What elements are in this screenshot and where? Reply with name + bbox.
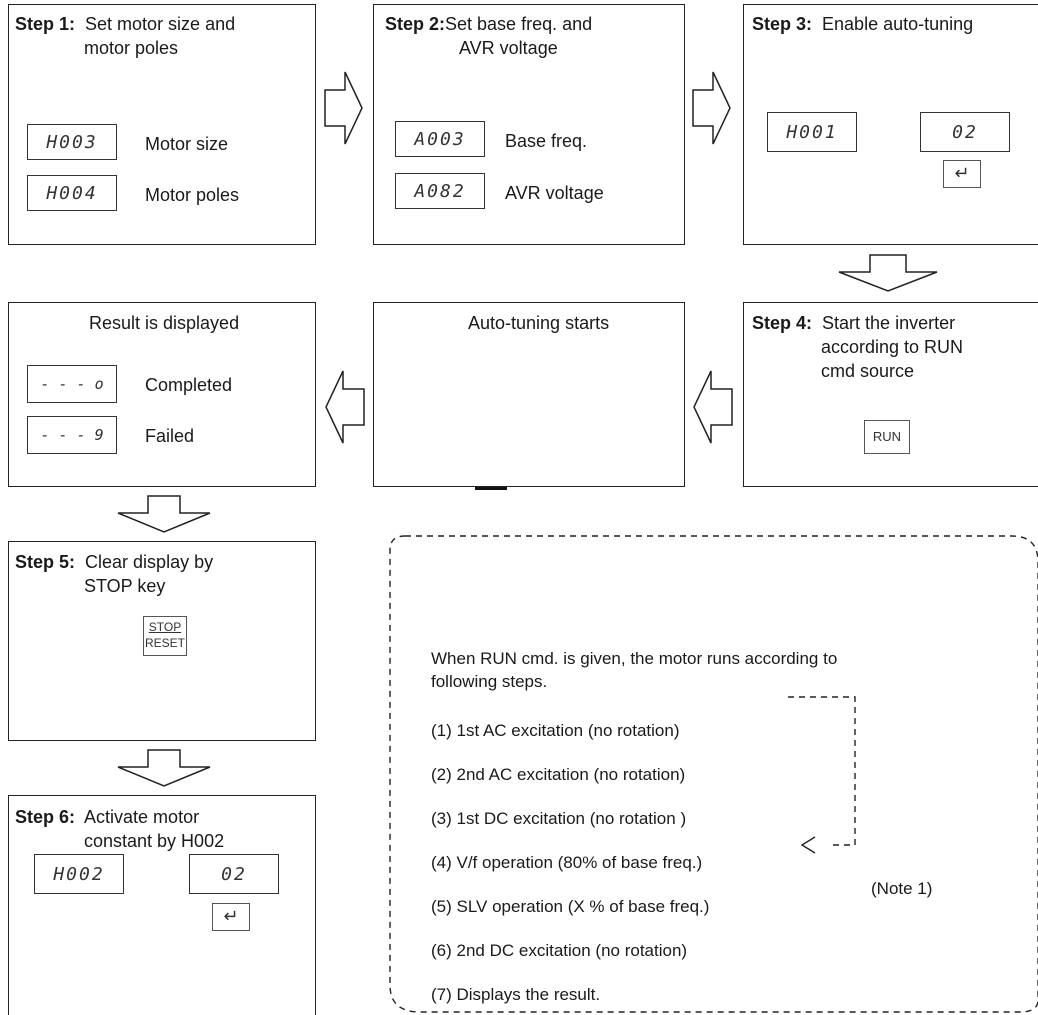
step1-label-2: Motor poles — [145, 185, 240, 205]
arrow-right-2 — [692, 71, 731, 145]
note-item-6: (6) 2nd DC excitation (no rotation) — [431, 941, 688, 960]
note-ref: (Note 1) — [871, 879, 933, 898]
step6-enter-key[interactable]: ↵ — [212, 903, 250, 931]
note-item-7: (7) Displays the result. — [431, 985, 601, 1004]
note-item-1: (1) 1st AC excitation (no rotation) — [431, 721, 680, 740]
step6-line2: constant by H002 — [84, 831, 225, 851]
step4-line2: according to RUN — [821, 337, 964, 357]
note-item-5: (5) SLV operation (X % of base freq.) — [431, 897, 710, 916]
result-title: Result is displayed — [89, 313, 240, 333]
step3-enter-key[interactable]: ↵ — [943, 160, 981, 188]
note-box-border — [389, 535, 1038, 1013]
step2-title: Step 2:Set base freq. and — [385, 14, 593, 34]
stop-reset-key[interactable]: STOP RESET — [143, 616, 187, 656]
note-bracket-arrowhead — [800, 836, 816, 854]
arrow-down-2 — [117, 495, 211, 533]
note-bracket — [788, 696, 856, 846]
step3-title: Step 3: Enable auto-tuning — [752, 14, 974, 34]
step1-subtitle: motor poles — [84, 38, 179, 58]
step1-label-1: Motor size — [145, 134, 229, 154]
step2-lcd-2: A082 — [395, 173, 485, 209]
note-item-4: (4) V/f operation (80% of base freq.) — [431, 853, 703, 872]
step1-title: Step 1: Set motor size and — [15, 14, 236, 34]
arrow-down-1 — [838, 254, 938, 292]
arrow-down-3 — [117, 749, 211, 787]
step6-lcd-from: H002 — [34, 854, 124, 894]
step6-lcd-to: 02 — [189, 854, 279, 894]
step1-lcd-2: H004 — [27, 175, 117, 211]
step4-title: Step 4: Start the inverter — [752, 313, 956, 333]
arrow-left-1 — [693, 370, 733, 444]
step2-subtitle: AVR voltage — [459, 38, 558, 58]
note-item-2: (2) 2nd AC excitation (no rotation) — [431, 765, 686, 784]
result-label-1: Completed — [145, 375, 233, 395]
step2-label-2: AVR voltage — [505, 183, 604, 203]
arrow-left-2 — [325, 370, 365, 444]
step3-lcd-to: 02 — [920, 112, 1010, 152]
note-item-3: (3) 1st DC excitation (no rotation ) — [431, 809, 687, 828]
stop-label: STOP — [148, 620, 182, 634]
arrow-right-1 — [324, 71, 363, 145]
step4-line3: cmd source — [821, 361, 915, 381]
step1-lcd-1: H003 — [27, 124, 117, 160]
step5-line2: STOP key — [84, 576, 166, 596]
reset-label: RESET — [144, 636, 185, 650]
step3-lcd-from: H001 — [767, 112, 857, 152]
step6-box — [8, 795, 316, 1015]
result-label-2: Failed — [145, 426, 195, 446]
run-key[interactable]: RUN — [864, 420, 910, 454]
note-intro-2: following steps. — [431, 672, 548, 691]
step2-label-1: Base freq. — [505, 131, 588, 151]
step5-title: Step 5: Clear display by — [15, 552, 214, 572]
step2-lcd-1: A003 — [395, 121, 485, 157]
result-lcd-1: - - - o — [27, 365, 117, 403]
step6-title: Step 6: Activate motor — [15, 807, 200, 827]
note-intro-1: When RUN cmd. is given, the motor runs a… — [431, 649, 838, 668]
result-lcd-2: - - - 9 — [27, 416, 117, 454]
step4-box — [743, 302, 1038, 487]
autotune-title: Auto-tuning starts — [468, 313, 610, 333]
autotune-box — [373, 302, 685, 487]
